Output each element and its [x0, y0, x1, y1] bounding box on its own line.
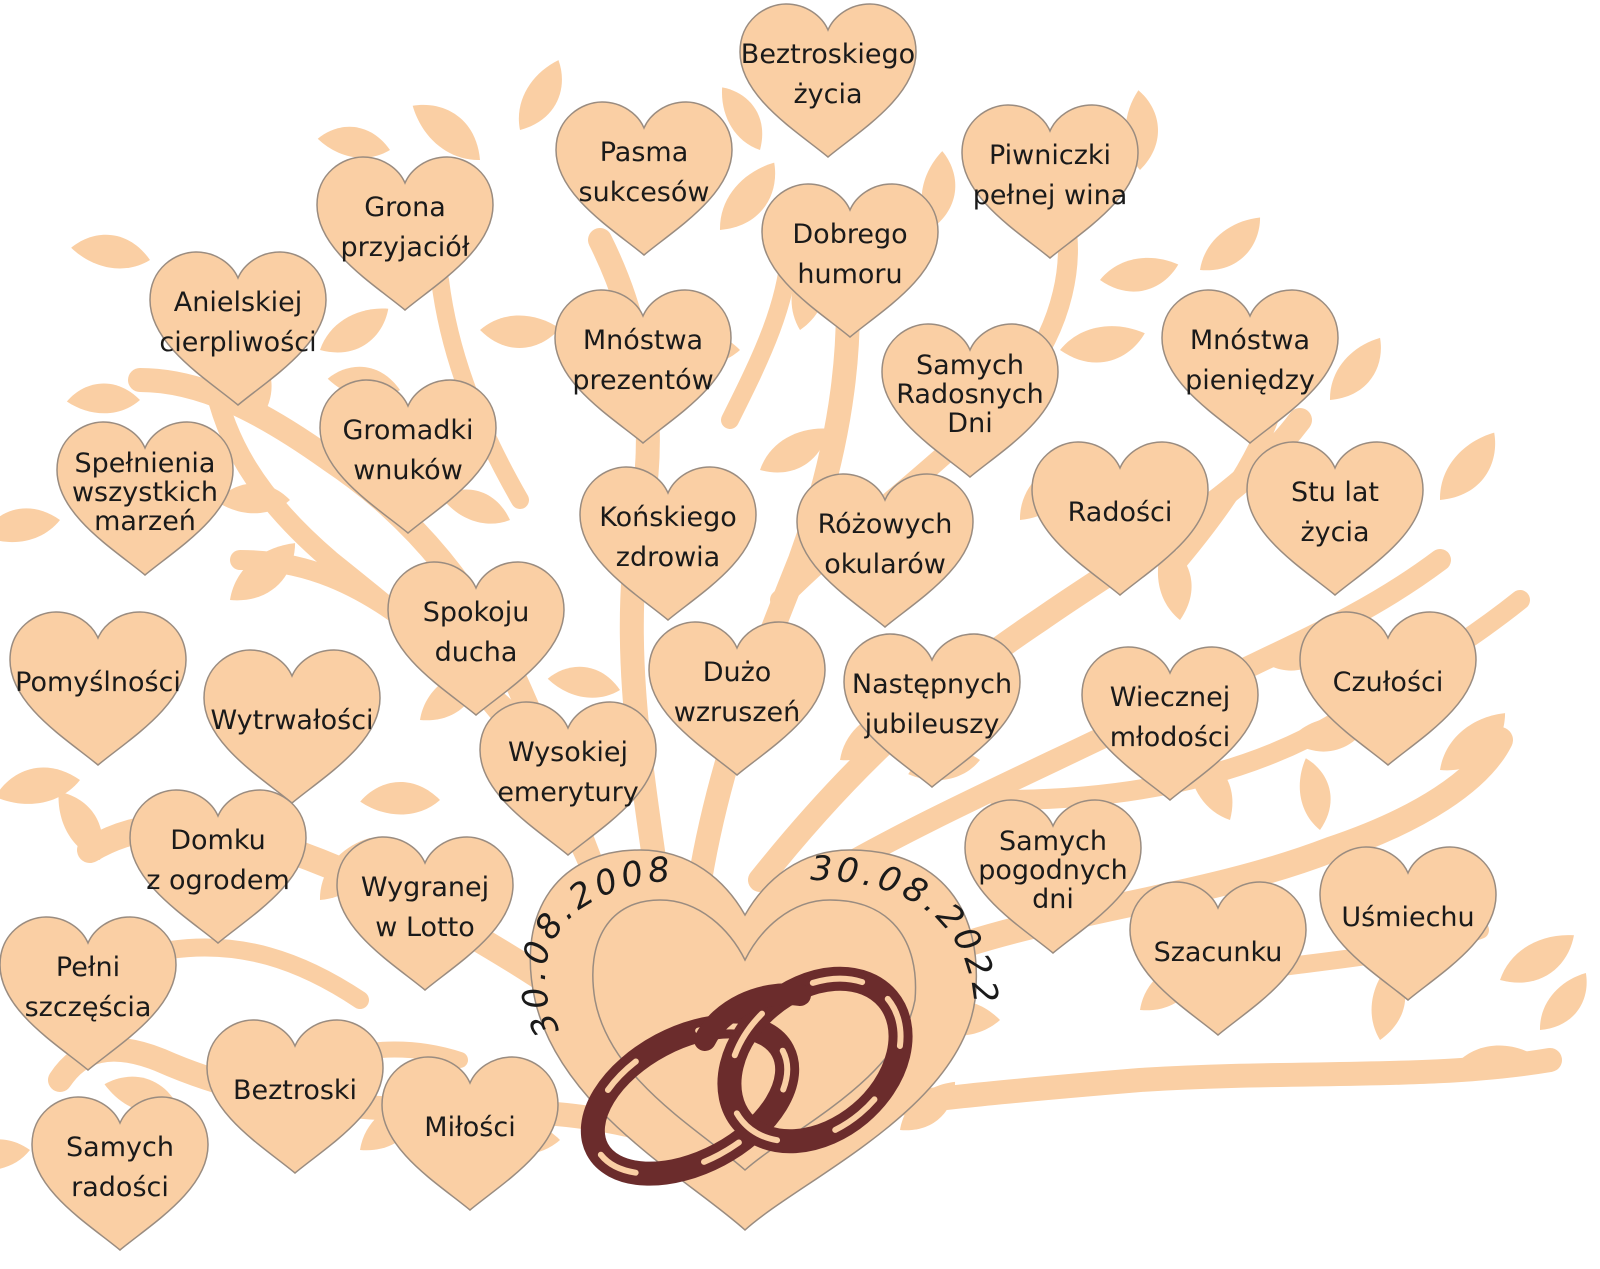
heart-label-line: Gromadki: [342, 415, 473, 446]
heart-rozowych-okularow: Różowych okularów: [796, 473, 974, 628]
heart-label-line: Stu lat: [1291, 477, 1379, 508]
heart-label-line: Wygranej: [361, 872, 489, 903]
heart-label-line: Samych: [999, 826, 1107, 857]
heart-label-line: humoru: [797, 259, 902, 290]
heart-label-line: wnuków: [353, 455, 463, 486]
heart-milosci: Miłości: [381, 1056, 559, 1211]
heart-label-line: Beztroski: [233, 1075, 357, 1106]
heart-gromadki-wnukow: Gromadki wnuków: [319, 379, 497, 534]
hearts-layer: BeztroskiegożyciaPasmasukcesówPiwniczkip…: [0, 3, 1497, 1251]
heart-pasma-sukcesow: Pasma sukcesów: [555, 101, 733, 256]
heart-samych-radosci: Samych radości: [31, 1096, 209, 1251]
heart-szacunku: Szacunku: [1129, 881, 1307, 1036]
heart-label-line: prezentów: [572, 365, 713, 396]
heart-label-line: wszystkich: [72, 477, 218, 508]
heart-pelni-szczescia: Pełni szczęścia: [0, 916, 177, 1071]
heart-label-line: pogodnych: [978, 855, 1128, 886]
heart-duzo-wzruszen: Dużo wzruszeń: [648, 621, 826, 776]
heart-label-line: ducha: [435, 637, 518, 668]
heart-label-line: Piwniczki: [989, 140, 1111, 171]
heart-label-line: pieniędzy: [1185, 365, 1315, 396]
heart-label-line: zdrowia: [616, 542, 720, 573]
heart-label-line: Grona: [364, 192, 446, 223]
heart-anielskiej: Anielskiej cierpliwości: [149, 251, 327, 406]
heart-label-line: Pełni: [56, 952, 120, 983]
heart-wytrwalosci: Wytrwałości: [203, 649, 381, 804]
heart-label-line: wzruszeń: [674, 697, 800, 728]
heart-label-line: Pasma: [600, 137, 689, 168]
heart-grona-przyjaciol: Grona przyjaciół: [316, 156, 494, 311]
heart-label-line: pełnej wina: [973, 180, 1127, 211]
heart-wygranej-w-lotto: Wygranej w Lotto: [336, 836, 514, 991]
heart-label-line: Następnych: [852, 669, 1012, 700]
heart-label-line: Samych: [66, 1132, 174, 1163]
interlocked-wedding-rings-icon: [580, 966, 913, 1186]
heart-label-line: cierpliwości: [159, 327, 316, 358]
heart-label-line: Beztroskiego: [741, 39, 915, 70]
heart-radosci: Radości: [1031, 441, 1209, 596]
anniversary-emblem: 30.08.2008 30.08.2022: [514, 849, 1002, 1232]
heart-beztroski: Beztroski: [206, 1019, 384, 1174]
heart-usmiechu: Uśmiechu: [1319, 846, 1497, 1001]
heart-label-line: w Lotto: [375, 912, 474, 943]
heart-label-line: Miłości: [424, 1112, 515, 1143]
heart-label-line: szczęścia: [25, 992, 152, 1023]
heart-label-line: Wysokiej: [508, 737, 628, 768]
heart-label-line: z ogrodem: [146, 865, 290, 896]
heart-label-line: okularów: [824, 549, 946, 580]
heart-label-line: Radosnych: [896, 379, 1044, 410]
heart-wysokiej-emerytury: Wysokiej emerytury: [479, 701, 657, 856]
heart-mnostwa-prezentow: Mnóstwa prezentów: [554, 289, 732, 444]
heart-konskiego-zdrowia: Końskiego zdrowia: [579, 466, 757, 621]
heart-label-line: marzeń: [94, 506, 196, 537]
heart-label-line: Mnóstwa: [583, 325, 703, 356]
heart-label-line: Pomyślności: [15, 667, 181, 698]
heart-label-line: Szacunku: [1154, 937, 1283, 968]
heart-label-line: młodości: [1110, 722, 1231, 753]
heart-label-line: emerytury: [497, 777, 638, 808]
heart-domku-z-ogrodem: Domku z ogrodem: [129, 789, 307, 944]
heart-label-line: Wiecznej: [1110, 682, 1230, 713]
heart-label-line: Czułości: [1333, 667, 1444, 698]
heart-label-line: Mnóstwa: [1190, 325, 1310, 356]
heart-piwniczki: Piwniczki pełnej wina: [961, 104, 1139, 259]
heart-label-line: Radości: [1068, 497, 1173, 528]
heart-nastepnych-jubileuszy: Następnych jubileuszy: [843, 633, 1021, 788]
heart-stu-lat: Stu lat życia: [1246, 441, 1424, 596]
heart-mnostwa-pieniedzy: Mnóstwa pieniędzy: [1161, 289, 1339, 444]
heart-label-line: życia: [793, 79, 862, 110]
heart-czulosci: Czułości: [1299, 611, 1477, 766]
heart-label-line: Spokoju: [423, 597, 530, 628]
heart-label-line: Dobrego: [792, 219, 907, 250]
heart-label-line: Dużo: [703, 657, 772, 688]
heart-label-line: radości: [71, 1172, 169, 1203]
heart-label-line: Różowych: [818, 509, 953, 540]
heart-label-line: jubileuszy: [864, 709, 1000, 740]
heart-label-line: Uśmiechu: [1341, 902, 1474, 933]
heart-pomyslnosci: Pomyślności: [9, 611, 187, 766]
heart-label-line: dni: [1032, 884, 1074, 915]
heart-label-line: Domku: [170, 825, 266, 856]
heart-label-line: Samych: [916, 350, 1024, 381]
heart-label-line: Dni: [947, 408, 992, 439]
heart-label-line: Anielskiej: [174, 287, 303, 318]
heart-label-line: Wytrwałości: [210, 705, 373, 736]
heart-wiecznej-mlodosci: Wiecznej młodości: [1081, 646, 1259, 801]
heart-label-line: Spełnienia: [75, 448, 216, 479]
heart-dobrego-humoru: Dobrego humoru: [761, 183, 939, 338]
heart-beztroskiego-zycia: Beztroskiego życia: [739, 3, 917, 158]
heart-spokoju-ducha: Spokoju ducha: [387, 561, 565, 716]
heart-label-line: Końskiego: [599, 502, 736, 533]
heart-label-line: przyjaciół: [341, 232, 470, 263]
heart-label-line: życia: [1300, 517, 1369, 548]
heart-label-line: sukcesów: [579, 177, 710, 208]
